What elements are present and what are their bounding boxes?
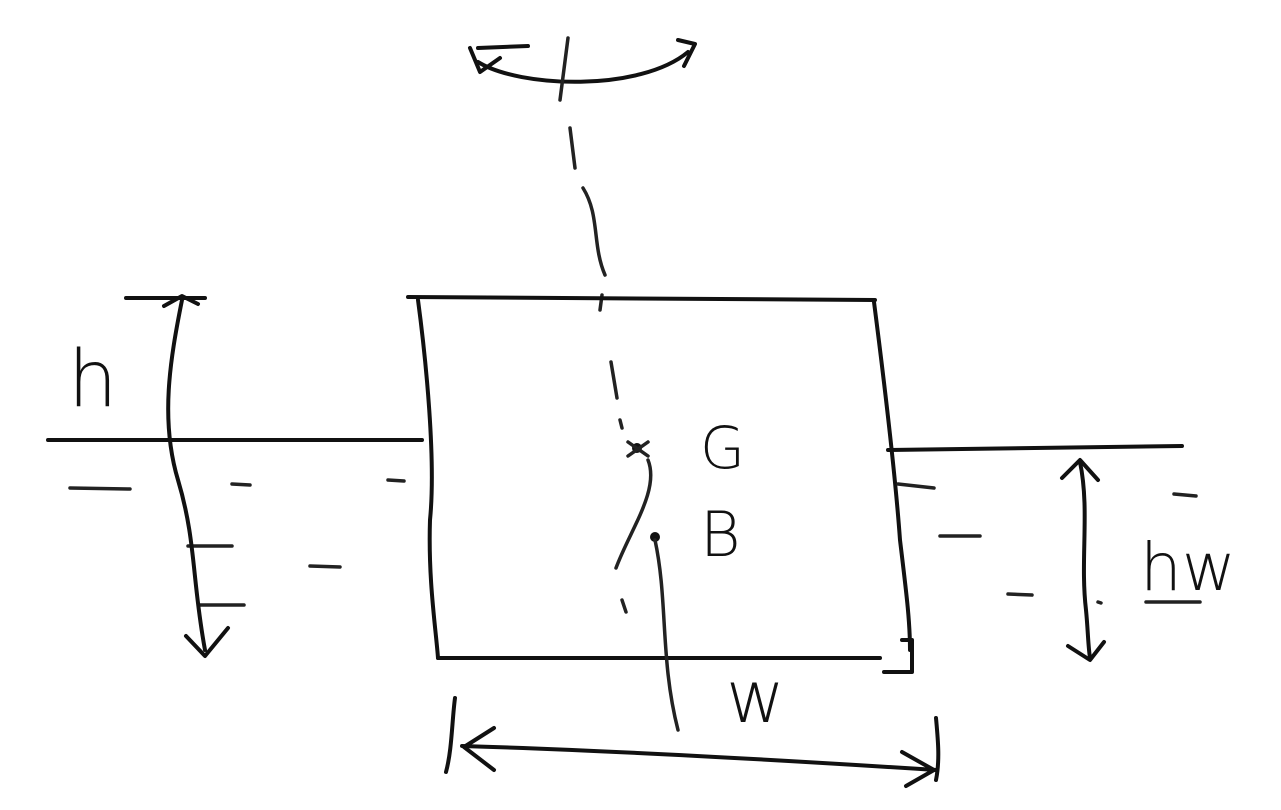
water-surface (46, 438, 1184, 452)
width-dimension (444, 696, 941, 788)
floating-block (406, 295, 914, 674)
label-h: h (68, 335, 117, 425)
rotation-arrow (468, 38, 697, 84)
label-g: G (700, 414, 745, 482)
leader-lines (614, 458, 680, 732)
center-of-buoyancy (650, 532, 660, 542)
water-dashes-left (68, 478, 406, 607)
label-w: w (726, 655, 785, 739)
height-dimension (124, 294, 230, 658)
center-of-gravity (626, 440, 650, 458)
label-hw: hw (1140, 529, 1236, 606)
rotation-axis (558, 36, 624, 430)
draft-dimension (1060, 458, 1202, 662)
label-b: B (700, 498, 741, 571)
water-dashes-right (896, 482, 1198, 605)
